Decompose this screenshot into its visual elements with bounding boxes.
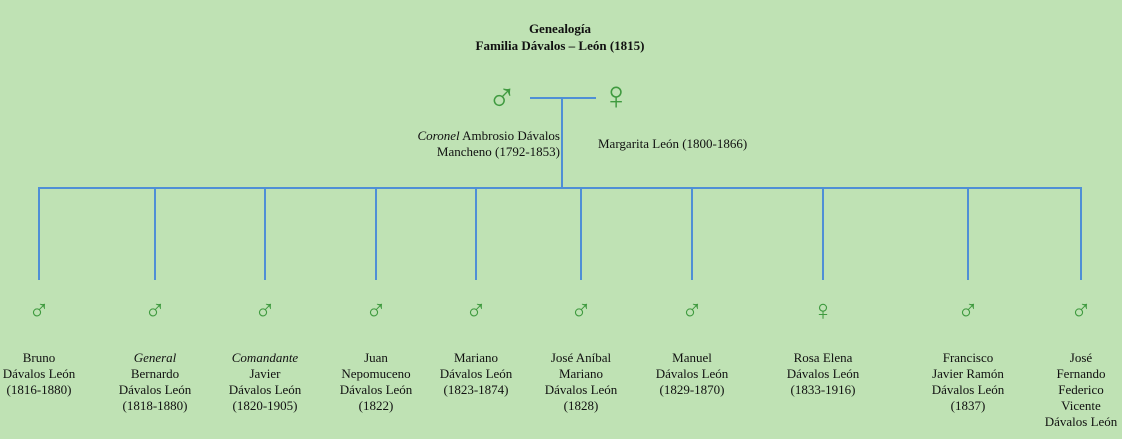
child-name-line: Dávalos León	[339, 382, 413, 397]
diagram-title: Genealogía Familia Dávalos – León (1815)	[400, 20, 720, 54]
child-connector-line	[38, 188, 40, 280]
male-symbol-icon: ♂	[1070, 295, 1092, 327]
child-name-line: Dávalos León	[439, 366, 513, 381]
child-name-line: Juan	[364, 350, 388, 365]
child-name-line: (1822)	[358, 398, 394, 413]
child-name-line: (1816-1880)	[6, 382, 72, 397]
male-symbol-icon: ♂	[570, 295, 592, 327]
mother-name: Margarita León (1800-1866)	[598, 136, 748, 151]
child-name-line: José	[1069, 350, 1093, 365]
child-name-line: Mariano	[453, 350, 499, 365]
male-symbol-icon: ♂	[681, 295, 703, 327]
child-name-line: Javier Ramón	[932, 366, 1004, 381]
male-symbol-icon: ♂	[465, 295, 487, 327]
child-connector-line	[822, 188, 824, 280]
child-connector-line	[475, 188, 477, 280]
child-name-line: (1837)	[950, 398, 986, 413]
child-name-line: Mariano	[558, 366, 604, 381]
child-name-line: (1820-1905)	[232, 398, 298, 413]
title-line-1: Genealogía	[528, 21, 592, 36]
child-name-line: Francisco	[942, 350, 994, 365]
child-name-line: Dávalos León	[2, 366, 76, 381]
child-connector-line	[1080, 188, 1082, 280]
descent-line	[561, 97, 563, 189]
child-name-line: Vicente	[1061, 398, 1101, 413]
child-name-line: Federico	[1058, 382, 1104, 397]
child-name-line: (1828)	[563, 398, 599, 413]
child-connector-line	[967, 188, 969, 280]
child-rank: Comandante	[231, 350, 299, 365]
mother-female-symbol-icon: ♀	[601, 73, 631, 118]
child-name-line: (1823-1874)	[443, 382, 509, 397]
male-symbol-icon: ♂	[254, 295, 276, 327]
female-symbol-icon: ♀	[812, 295, 834, 327]
child-name-line: Dávalos León	[655, 366, 729, 381]
siblings-bar	[38, 187, 1082, 189]
child-name-line: Fernando	[1056, 366, 1106, 381]
child-name-line: Rosa Elena	[793, 350, 853, 365]
father-name-part: Ambrosio Dávalos	[459, 128, 560, 143]
child-rank: General	[133, 350, 177, 365]
child-name-line: Javier	[249, 366, 281, 381]
child-name-line: Dávalos León	[786, 366, 860, 381]
child-name-line: Bernardo	[130, 366, 180, 381]
male-symbol-icon: ♂	[28, 295, 50, 327]
child-connector-line	[691, 188, 693, 280]
father-male-symbol-icon: ♂	[487, 75, 517, 120]
child-connector-line	[264, 188, 266, 280]
male-symbol-icon: ♂	[365, 295, 387, 327]
child-name-line: Dávalos León	[544, 382, 618, 397]
male-symbol-icon: ♂	[957, 295, 979, 327]
child-name-line: Dávalos León	[1044, 414, 1118, 429]
child-name-line: Bruno	[22, 350, 56, 365]
child-name-line: Manuel	[672, 350, 712, 365]
father-name: Coronel Ambrosio Dávalos Mancheno (1792-…	[360, 128, 560, 160]
title-line-2: Familia Dávalos – León (1815)	[475, 38, 645, 53]
father-rank: Coronel	[417, 128, 460, 143]
child-connector-line	[580, 188, 582, 280]
child-connector-line	[154, 188, 156, 280]
child-name-line: (1833-1916)	[790, 382, 856, 397]
child-connector-line	[375, 188, 377, 280]
child-name-line: (1818-1880)	[122, 398, 188, 413]
child-name-line: Dávalos León	[118, 382, 192, 397]
marriage-line	[530, 97, 596, 99]
father-name-line2: Mancheno (1792-1853)	[436, 144, 560, 159]
male-symbol-icon: ♂	[144, 295, 166, 327]
child-name-line: José Aníbal	[550, 350, 612, 365]
child-name-line: Dávalos León	[228, 382, 302, 397]
child-name-line: Nepomuceno	[341, 366, 411, 381]
child-name-line: Dávalos León	[931, 382, 1005, 397]
child-name-line: (1829-1870)	[659, 382, 725, 397]
